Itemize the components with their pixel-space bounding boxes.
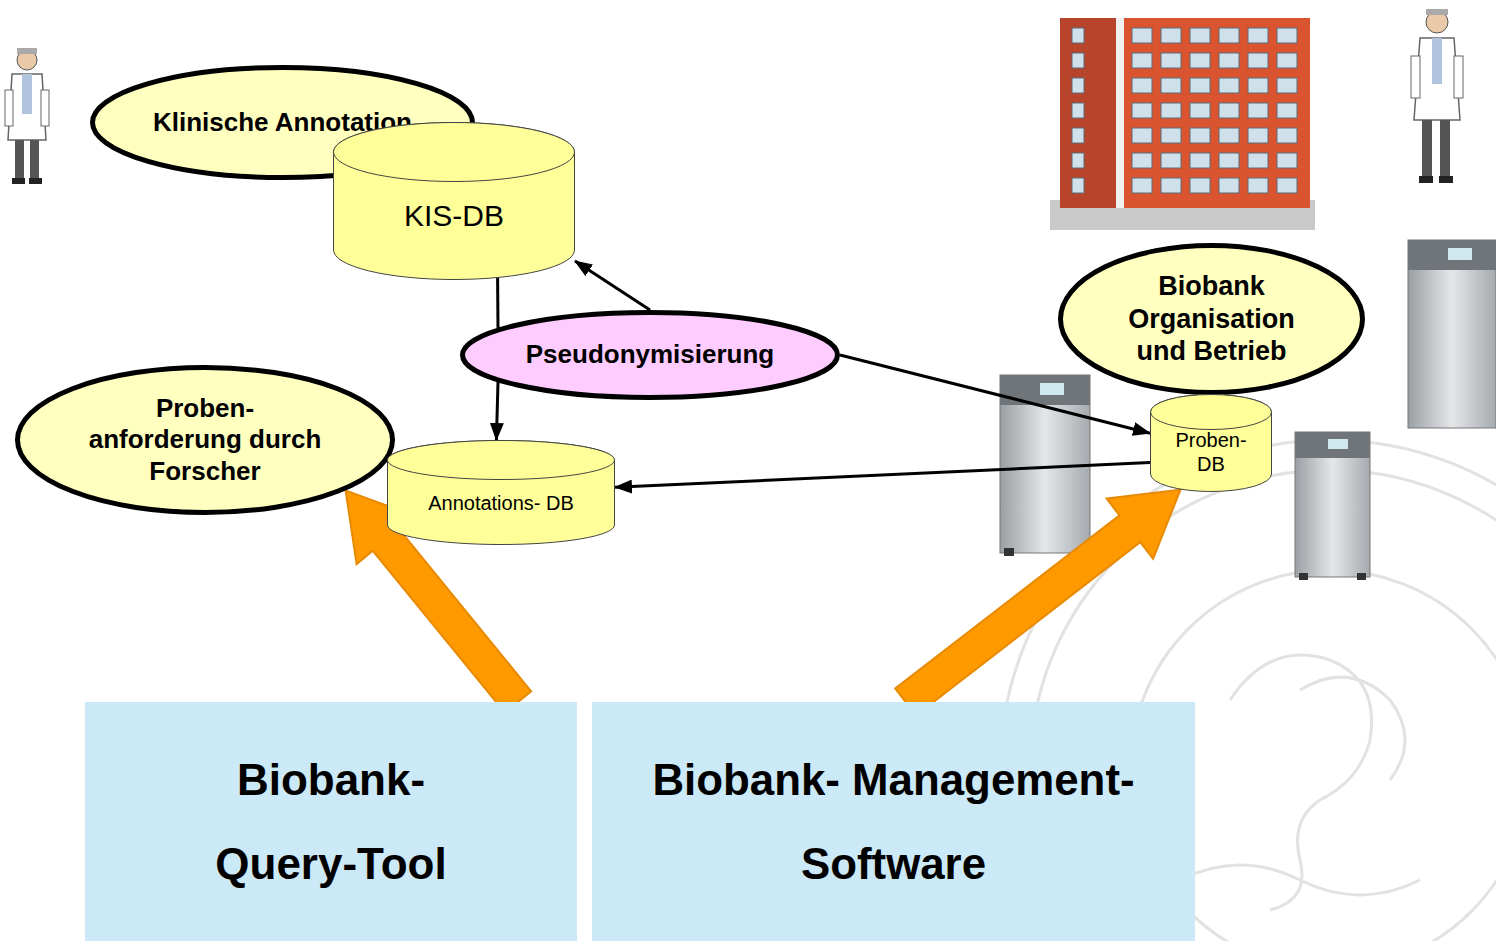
window bbox=[1161, 28, 1181, 43]
software-box: Biobank- Management-Software bbox=[592, 702, 1195, 941]
cylinder-cap bbox=[1151, 395, 1272, 430]
database-cylinder: Annotations- DB bbox=[387, 440, 615, 545]
window bbox=[1277, 78, 1297, 93]
window bbox=[1190, 153, 1210, 168]
window bbox=[1072, 78, 1084, 93]
ellipse-outline bbox=[1061, 245, 1363, 392]
window bbox=[1219, 178, 1239, 193]
window bbox=[1248, 103, 1268, 118]
window bbox=[1277, 28, 1297, 43]
window bbox=[1248, 28, 1268, 43]
window bbox=[1132, 153, 1152, 168]
window bbox=[1161, 128, 1181, 143]
hospital-building bbox=[1050, 18, 1315, 230]
flow-arrow bbox=[575, 261, 650, 310]
process-ellipse: Pseudonymisierung bbox=[460, 310, 840, 400]
node-outline bbox=[85, 702, 577, 941]
node-label: Proben- anforderung durch Forscher bbox=[85, 393, 325, 487]
cylinder-body bbox=[334, 123, 575, 280]
window bbox=[1219, 103, 1239, 118]
ellipse-outline bbox=[18, 368, 393, 513]
window bbox=[1132, 103, 1152, 118]
block-arrow bbox=[895, 490, 1180, 716]
node-label: Pseudonymisierung bbox=[526, 339, 775, 370]
organisation-ellipse: Biobank Organisation und Betrieb bbox=[1058, 243, 1365, 395]
cylinder-body bbox=[1151, 395, 1272, 492]
flow-arrow bbox=[496, 382, 498, 440]
window bbox=[1219, 128, 1239, 143]
window bbox=[1072, 103, 1084, 118]
window bbox=[1132, 28, 1152, 43]
doctor-figure bbox=[1411, 9, 1463, 183]
window bbox=[1248, 128, 1268, 143]
window bbox=[1277, 153, 1297, 168]
ellipse-outline bbox=[463, 313, 838, 398]
window bbox=[1190, 53, 1210, 68]
flow-arrow bbox=[496, 278, 499, 328]
cylinder-body bbox=[388, 441, 615, 545]
window bbox=[1132, 53, 1152, 68]
window bbox=[1132, 178, 1152, 193]
software-box: Biobank- Query-Tool bbox=[85, 702, 577, 941]
window bbox=[1277, 53, 1297, 68]
node-label: Biobank Organisation und Betrieb bbox=[1107, 270, 1317, 367]
database-cylinder: Proben- DB bbox=[1150, 394, 1272, 492]
window bbox=[1248, 78, 1268, 93]
node-outline bbox=[592, 702, 1195, 941]
window bbox=[1072, 128, 1084, 143]
window bbox=[1190, 78, 1210, 93]
window bbox=[1190, 103, 1210, 118]
window bbox=[1072, 28, 1084, 43]
window bbox=[1277, 178, 1297, 193]
flow-arrow bbox=[615, 463, 1150, 488]
box-fill bbox=[85, 702, 577, 941]
window bbox=[1277, 103, 1297, 118]
window bbox=[1248, 178, 1268, 193]
box-fill bbox=[592, 702, 1195, 941]
window bbox=[1190, 178, 1210, 193]
window bbox=[1219, 78, 1239, 93]
window bbox=[1072, 153, 1084, 168]
node-label: Biobank- Management-Software bbox=[601, 738, 1186, 905]
window bbox=[1132, 128, 1152, 143]
window bbox=[1072, 53, 1084, 68]
window bbox=[1248, 53, 1268, 68]
window bbox=[1161, 103, 1181, 118]
node-label: Proben- DB bbox=[1166, 428, 1256, 476]
window bbox=[1072, 178, 1084, 193]
window bbox=[1161, 178, 1181, 193]
cylinder-cap bbox=[334, 123, 575, 182]
database-cylinder: KIS-DB bbox=[333, 122, 575, 280]
window bbox=[1161, 53, 1181, 68]
window bbox=[1190, 128, 1210, 143]
freezer bbox=[1408, 240, 1496, 428]
freezer bbox=[1295, 432, 1370, 580]
window bbox=[1161, 78, 1181, 93]
window bbox=[1190, 28, 1210, 43]
node-label: Annotations- DB bbox=[428, 491, 574, 515]
request-ellipse: Proben- anforderung durch Forscher bbox=[15, 365, 395, 515]
window bbox=[1161, 153, 1181, 168]
window bbox=[1248, 153, 1268, 168]
window bbox=[1219, 153, 1239, 168]
node-label: KIS-DB bbox=[404, 198, 504, 234]
doctor-figure bbox=[5, 48, 49, 184]
window bbox=[1132, 78, 1152, 93]
window bbox=[1277, 128, 1297, 143]
cylinder-cap bbox=[388, 441, 615, 480]
node-label: Biobank- Query-Tool bbox=[171, 738, 491, 905]
window bbox=[1219, 53, 1239, 68]
window bbox=[1219, 28, 1239, 43]
